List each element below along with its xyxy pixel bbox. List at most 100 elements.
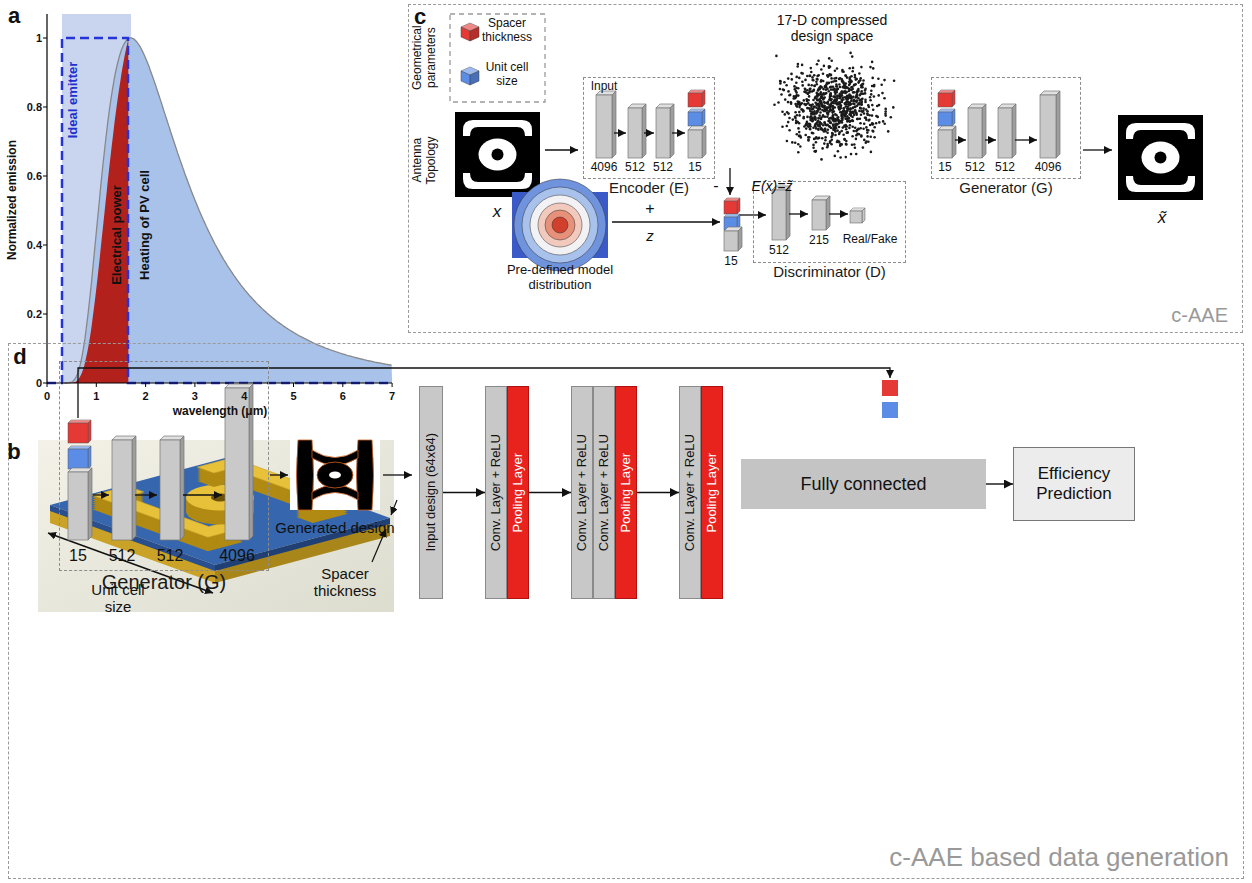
layer-bar (786, 186, 790, 240)
flow-arrow (986, 483, 1013, 484)
latent-point (841, 121, 844, 124)
latent-point (795, 76, 798, 79)
latent-point (775, 55, 778, 58)
latent-point (795, 120, 798, 123)
dimension-arrow (391, 500, 397, 515)
layer-bar (982, 104, 986, 158)
text-label: 3 (192, 390, 198, 403)
latent-point (856, 118, 859, 121)
latent-point (877, 94, 880, 97)
latent-point (856, 89, 859, 92)
latent-point (799, 103, 802, 106)
drawing-circle (538, 203, 582, 247)
drawing-path (270, 474, 288, 475)
text-label: wavelength (μm) (173, 405, 268, 419)
latent-point (815, 122, 818, 125)
drawing-g (290, 440, 380, 510)
latent-point (798, 131, 801, 134)
latent-point (860, 92, 863, 95)
latent-point (807, 136, 810, 139)
latent-point (790, 73, 793, 76)
drawing-circle (530, 195, 590, 255)
drawing-path (729, 168, 730, 195)
latent-point (847, 117, 850, 120)
latent-point (809, 128, 812, 131)
latent-point (794, 111, 797, 114)
latent-point (802, 109, 805, 112)
drawing-path (612, 221, 720, 222)
latent-point (813, 85, 816, 88)
drawing-path (383, 474, 412, 475)
drawing-path (357, 440, 374, 510)
latent-point (834, 93, 837, 96)
latent-point (856, 118, 859, 121)
latent-point (846, 110, 849, 113)
latent-point (783, 81, 786, 84)
latent-point (860, 135, 863, 138)
layer-bar (724, 231, 738, 251)
cube-face (470, 71, 479, 85)
latent-point (875, 122, 878, 125)
latent-point (806, 75, 809, 78)
latent-point (824, 136, 827, 139)
parameter-cube (68, 446, 91, 449)
latent-point (814, 95, 817, 98)
latent-point (854, 109, 857, 112)
latent-point (852, 106, 855, 109)
latent-point (824, 102, 827, 105)
axis-tick (342, 383, 343, 387)
latent-point (857, 90, 860, 93)
latent-point (822, 80, 825, 83)
latent-point (823, 142, 826, 145)
latent-point (820, 118, 823, 121)
latent-point (836, 97, 839, 100)
latent-point (840, 130, 843, 133)
text-label: 0.2 (27, 308, 42, 321)
pooling-layer: Pooling Layer (507, 386, 529, 599)
latent-point (813, 89, 816, 92)
latent-point (862, 146, 865, 149)
latent-point (809, 116, 812, 119)
drawing-ellipse (317, 462, 353, 488)
axis-tick (145, 383, 146, 387)
latent-point (851, 135, 854, 138)
layer-bar (628, 108, 642, 158)
latent-point (856, 104, 859, 107)
node-text: Efficiency Prediction (1014, 464, 1134, 503)
parameter-cube (862, 208, 865, 223)
parameter-cube (68, 449, 88, 469)
latent-point (773, 103, 776, 106)
text-label: 4096 (219, 547, 255, 565)
latent-point (843, 138, 846, 141)
latent-point (828, 57, 831, 60)
latent-point (805, 98, 808, 101)
latent-point (809, 116, 812, 119)
cnn-layer: Conv. Layer + ReLU (593, 386, 615, 599)
emission-fill (64, 38, 392, 383)
latent-point (835, 77, 838, 80)
text-label: 512 (965, 161, 985, 175)
parameter-cube (688, 93, 702, 107)
latent-point (856, 132, 859, 135)
node-text: Pooling Layer (705, 453, 720, 533)
parameter-cube (88, 446, 91, 469)
latent-point (837, 150, 840, 153)
text-label: 512 (995, 161, 1015, 175)
latent-point (837, 102, 840, 105)
drawing-g (64, 38, 392, 383)
latent-point (823, 65, 826, 68)
latent-point (872, 67, 875, 70)
latent-point (831, 111, 834, 114)
latent-point (854, 147, 857, 150)
latent-point (859, 107, 862, 110)
latent-point (818, 114, 821, 117)
latent-point (816, 78, 819, 81)
drawing-path (614, 132, 626, 133)
cube-face (461, 71, 470, 85)
drawing-circle (514, 179, 606, 271)
legend-swatch (460, 22, 480, 42)
latent-point (859, 117, 862, 120)
latent-point (808, 75, 811, 78)
network-block: Generator (G) (59, 361, 269, 571)
